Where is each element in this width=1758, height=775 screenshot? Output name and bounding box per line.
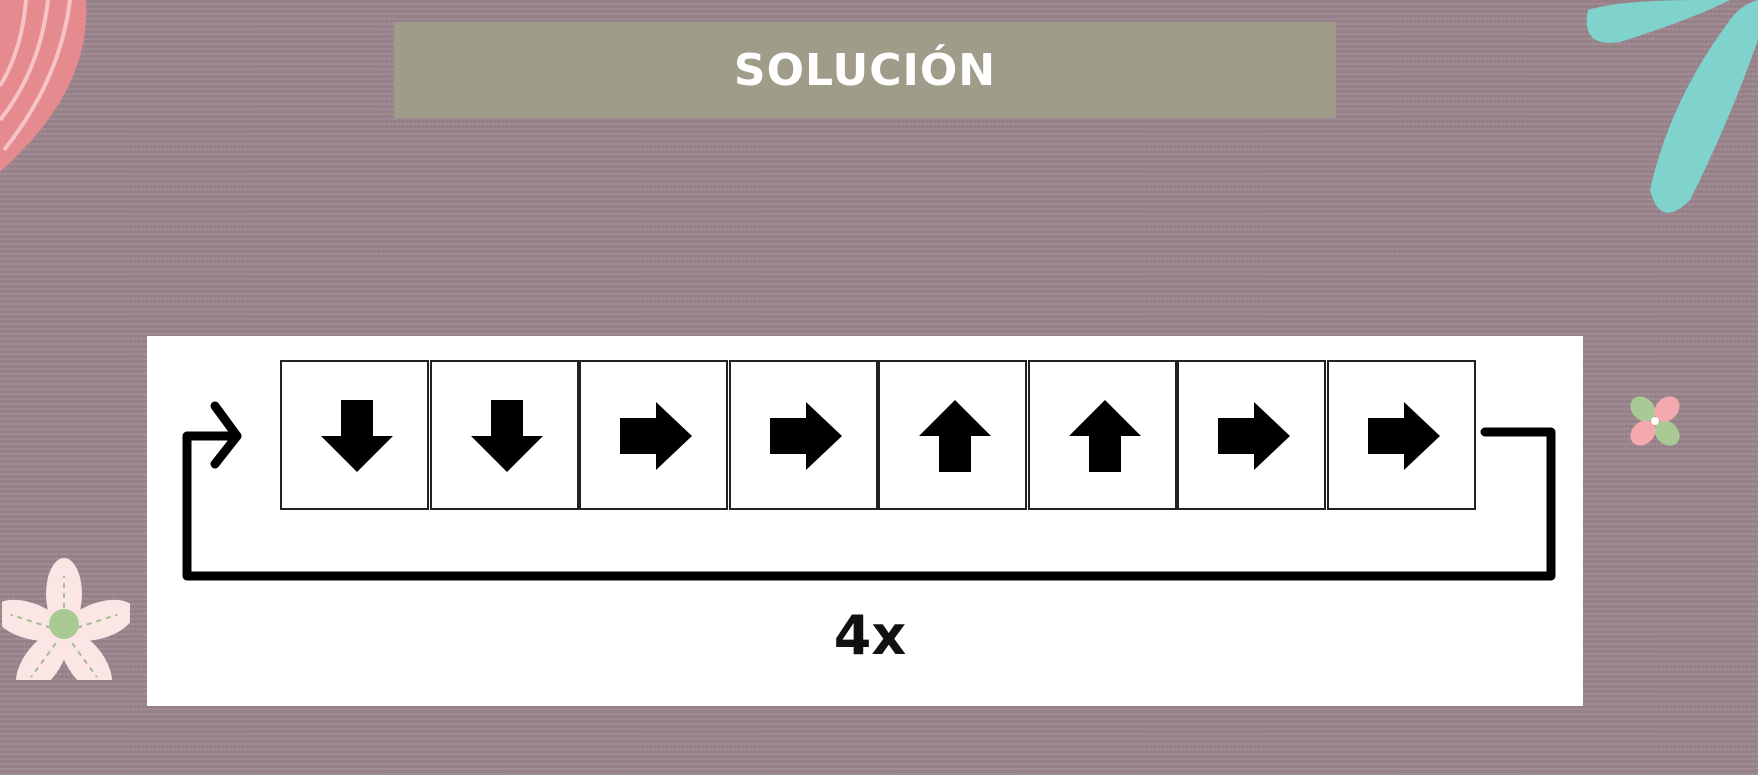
sequence-cell <box>878 360 1027 510</box>
arrow-right-icon <box>620 402 692 470</box>
flower-icon <box>2 558 130 680</box>
title-banner: SOLUCIÓN <box>394 22 1336 118</box>
arrow-up-icon <box>919 400 991 472</box>
arrow-down-icon <box>471 400 543 472</box>
arrow-right-icon <box>1368 402 1440 470</box>
small-flower-icon <box>1630 396 1680 446</box>
repeat-count-label: 4x <box>833 604 907 667</box>
loop-arrow-icon <box>182 401 1556 581</box>
slide-title: SOLUCIÓN <box>733 44 997 96</box>
sequence-cell <box>430 360 579 510</box>
sequence-cell <box>1177 360 1326 510</box>
arrow-up-icon <box>1069 400 1141 472</box>
pink-leaf-icon <box>0 0 87 172</box>
sequence-cell <box>1028 360 1177 510</box>
arrow-right-icon <box>1218 402 1290 470</box>
arrow-down-icon <box>321 400 393 472</box>
sequence-cell <box>729 360 878 510</box>
sequence-cell <box>1327 360 1476 510</box>
sequence-cell <box>579 360 728 510</box>
arrow-sequence-panel: 4x <box>147 336 1583 706</box>
teal-leaf-icon <box>1586 0 1758 213</box>
arrow-right-icon <box>770 402 842 470</box>
sequence-cell <box>280 360 429 510</box>
